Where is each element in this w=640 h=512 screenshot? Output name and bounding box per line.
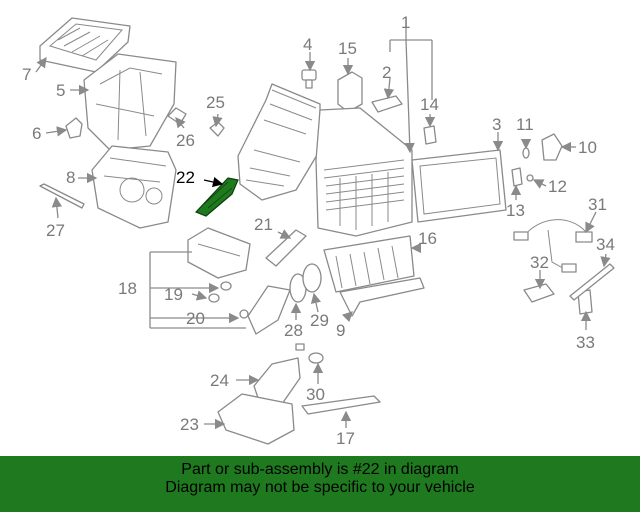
part-32-connector <box>523 283 555 303</box>
callout-3: 3 <box>492 115 501 134</box>
part-34-rod <box>569 263 615 301</box>
callout-27: 27 <box>46 221 65 240</box>
callout-10: 10 <box>578 138 597 157</box>
callout-17: 17 <box>336 429 355 448</box>
part-23-tray <box>217 393 295 445</box>
part-19-grommet-a <box>220 281 232 291</box>
part-17-duct <box>301 395 381 415</box>
callout-2: 2 <box>382 63 391 82</box>
part-10-sensor <box>541 133 563 161</box>
callout-28: 28 <box>284 321 303 340</box>
callout-labels: 1 2 3 4 5 6 7 8 9 10 11 12 13 14 15 16 1… <box>22 13 615 448</box>
part-22-highlighted[interactable] <box>194 177 239 217</box>
part-18-filter <box>187 227 251 279</box>
part-11-o-ring <box>522 147 530 159</box>
callout-7: 7 <box>22 65 31 84</box>
part-14-clip <box>423 125 437 145</box>
part-18-flap <box>247 285 291 335</box>
part-20-clip <box>239 309 249 319</box>
part-25-clip <box>209 121 225 137</box>
callout-1: 1 <box>401 13 410 32</box>
part-4-bolt <box>301 69 317 89</box>
part-16-heater-core <box>323 235 415 293</box>
part-31-wire-harness <box>513 219 593 273</box>
part-21-duct <box>265 229 307 267</box>
callout-33: 33 <box>576 333 595 352</box>
callout-29: 29 <box>310 311 329 330</box>
part-3-filter-frame <box>411 149 507 223</box>
callout-6: 6 <box>32 124 41 143</box>
part-27-rod <box>39 183 85 209</box>
callout-23: 23 <box>180 415 199 434</box>
parts-diagram: 1 2 3 4 5 6 7 8 9 10 11 12 13 14 15 16 1… <box>22 13 615 448</box>
banner-line-1: Part or sub-assembly is #22 in diagram <box>181 461 459 478</box>
callout-21: 21 <box>254 215 273 234</box>
info-banner: Part or sub-assembly is #22 in diagram D… <box>0 456 640 512</box>
callout-8: 8 <box>66 168 75 187</box>
part-5-upper-case <box>83 53 177 151</box>
callout-30: 30 <box>306 385 325 404</box>
part-12-washer <box>526 174 534 182</box>
leader-lines <box>35 28 611 430</box>
callout-31: 31 <box>588 195 607 214</box>
callout-5: 5 <box>56 81 65 100</box>
callout-26: 26 <box>176 131 195 150</box>
callout-18: 18 <box>118 279 137 298</box>
part-1-main-case <box>315 107 413 237</box>
part-8-lower-case <box>91 145 177 229</box>
part-15-actuator <box>337 71 363 113</box>
callout-4: 4 <box>303 35 312 54</box>
part-19-grommet-b <box>208 293 220 303</box>
callout-20: 20 <box>186 309 205 328</box>
part-29-gasket <box>302 263 322 293</box>
callout-15: 15 <box>338 39 357 58</box>
callout-9: 9 <box>336 321 345 340</box>
callout-22[interactable]: 22 <box>176 168 195 187</box>
callout-32: 32 <box>530 253 549 272</box>
callout-24: 24 <box>210 371 229 390</box>
part-30-fastener <box>295 343 324 364</box>
part-6-bracket <box>65 117 83 139</box>
callout-19: 19 <box>164 285 183 304</box>
part-2-plate <box>371 95 403 113</box>
banner-line-2: Diagram may not be specific to your vehi… <box>165 479 475 496</box>
callout-25: 25 <box>206 93 225 112</box>
part-24-duct <box>253 357 301 405</box>
blower-housing <box>237 83 321 201</box>
callout-13: 13 <box>506 201 525 220</box>
callout-34: 34 <box>596 235 615 254</box>
part-13-clip <box>511 167 523 187</box>
callout-16: 16 <box>418 229 437 248</box>
callout-11: 11 <box>516 115 534 134</box>
callout-14: 14 <box>420 95 439 114</box>
callout-12: 12 <box>548 177 567 196</box>
